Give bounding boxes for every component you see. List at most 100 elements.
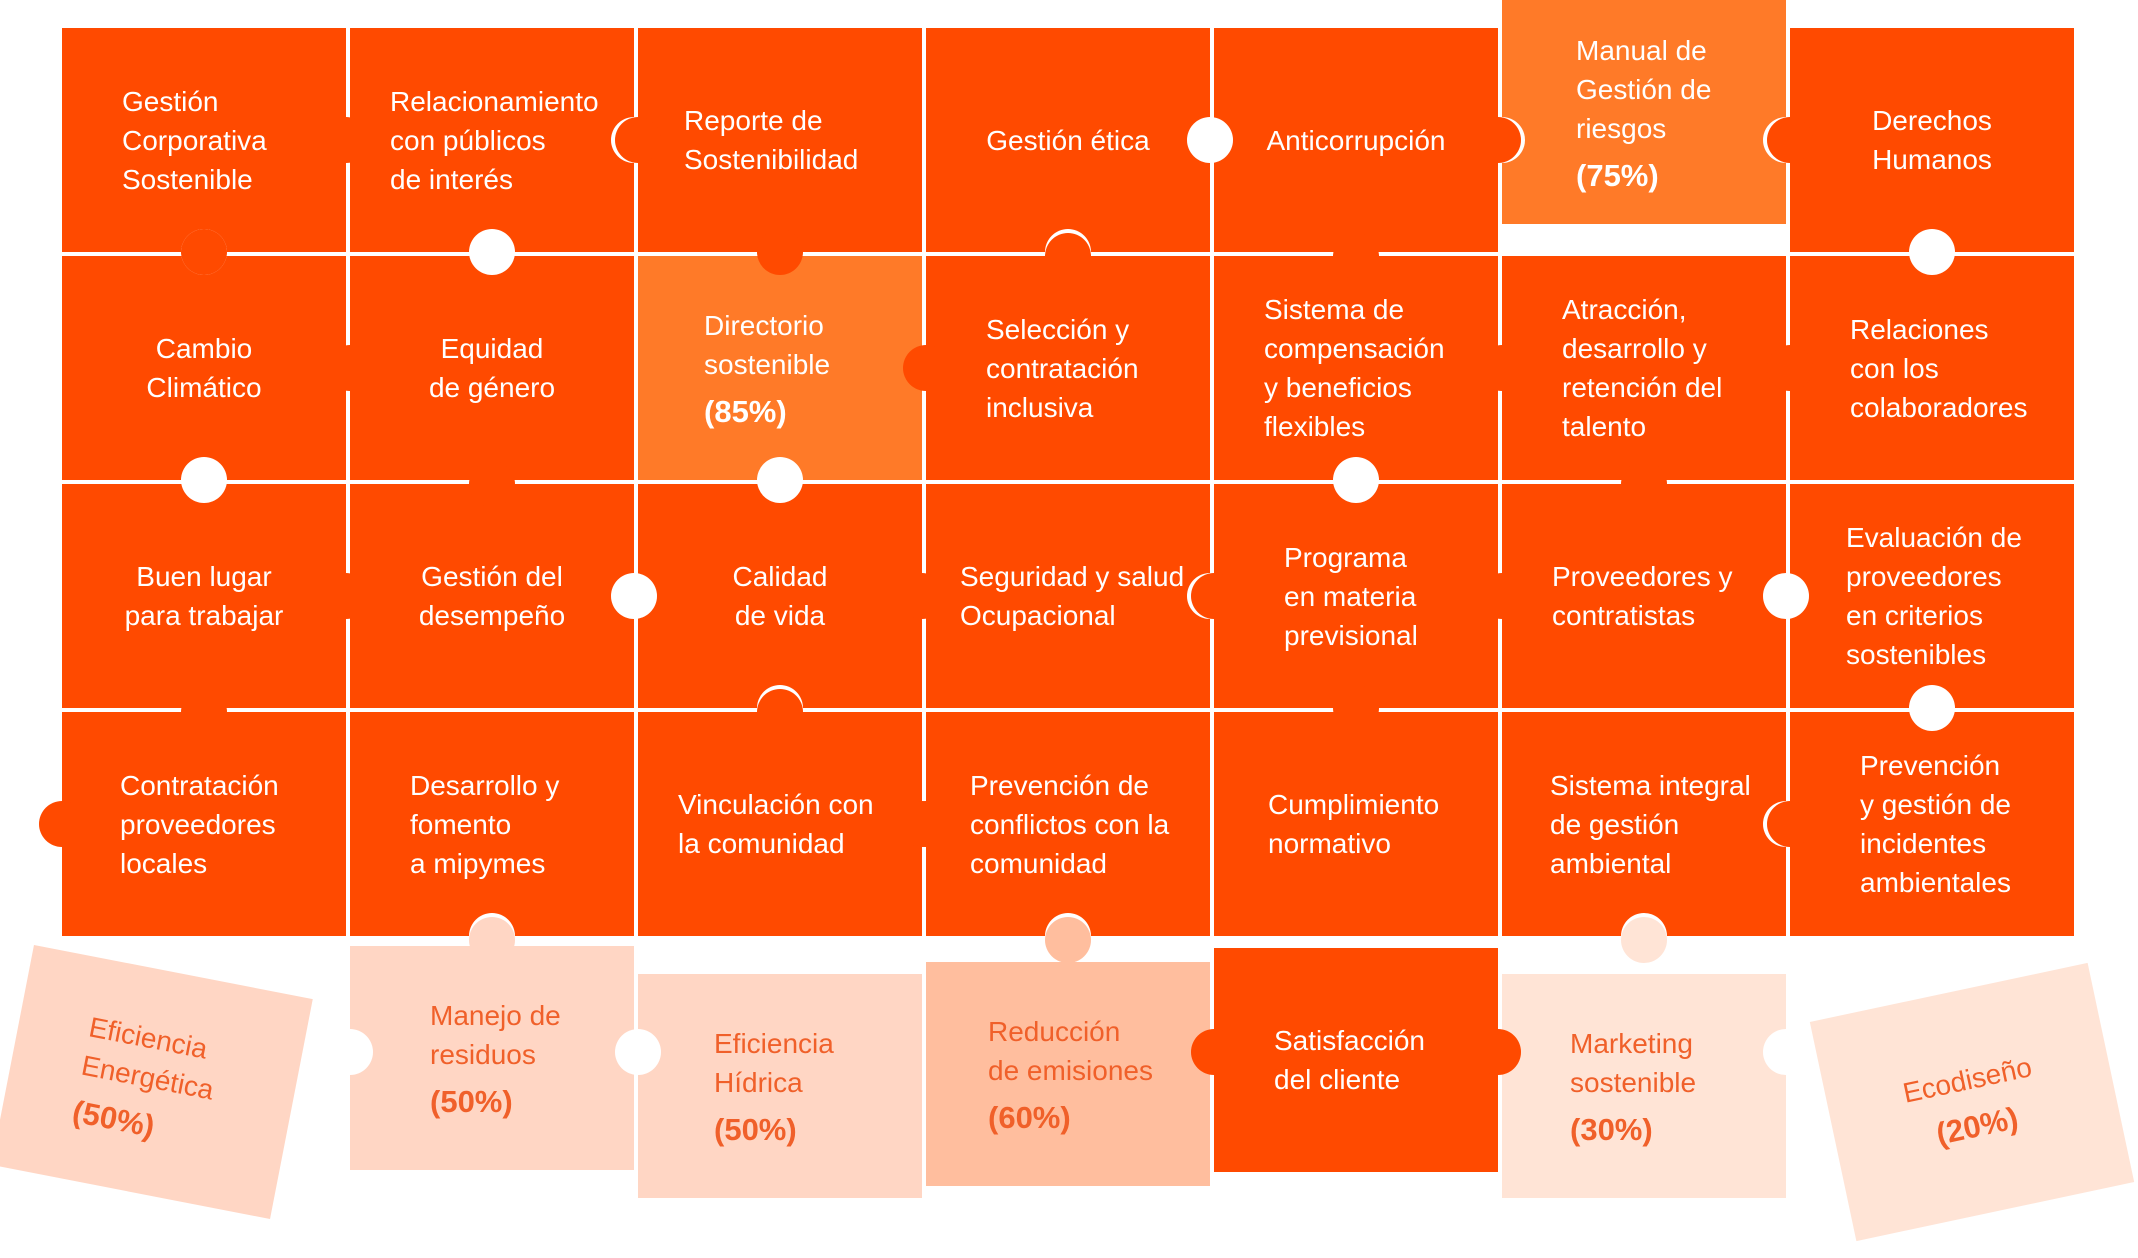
- puzzle-connector-tab: [903, 801, 949, 847]
- puzzle-connector-tab: [323, 573, 369, 619]
- puzzle-connector-cut: [323, 1029, 369, 1075]
- piece-label: Atracción, desarrollo y retención del ta…: [1562, 294, 1723, 442]
- puzzle-connector-cut: [1763, 573, 1809, 619]
- puzzle-piece: Reporte de Sostenibilidad: [638, 28, 922, 252]
- puzzle-piece: Atracción, desarrollo y retención del ta…: [1502, 256, 1786, 480]
- piece-label: Sistema integral de gestión ambiental: [1550, 769, 1751, 879]
- puzzle-piece: Gestión ética: [926, 28, 1210, 252]
- puzzle-connector-tab: [1621, 461, 1667, 507]
- piece-label: Calidad de vida: [732, 561, 828, 631]
- piece-label: Equidad de género: [428, 333, 556, 403]
- puzzle-connector-tab: [757, 229, 803, 275]
- piece-percentage: (30%): [1570, 1112, 1653, 1147]
- puzzle-connector-tab: [469, 461, 515, 507]
- puzzle-connector-tab: [181, 689, 227, 735]
- piece-label: Reducción de emisiones: [988, 1016, 1153, 1086]
- puzzle-piece: Manejo de residuos (50%): [350, 946, 634, 1170]
- puzzle-piece: Eficiencia Energética(50%): [0, 944, 313, 1220]
- piece-percentage: (50%): [430, 1084, 513, 1119]
- piece-percentage: (20%): [1932, 1099, 2022, 1152]
- piece-label: Sistema de compensación y beneficios fle…: [1264, 294, 1445, 442]
- puzzle-piece: Evaluación de proveedores en criterios s…: [1790, 484, 2074, 708]
- puzzle-connector-tab: [181, 229, 227, 275]
- piece-label: Ecodiseño: [1900, 1050, 2035, 1109]
- puzzle-piece: Programa en materia previsional: [1214, 484, 1498, 708]
- puzzle-connector-tab: [327, 345, 373, 391]
- puzzle-piece: Seguridad y salud Ocupacional: [926, 484, 1210, 708]
- puzzle-piece: Proveedores y contratistas: [1502, 484, 1786, 708]
- piece-label: Prevención y gestión de incidentes ambie…: [1860, 750, 2011, 898]
- puzzle-connector-tab: [1475, 117, 1521, 163]
- piece-label: Prevención de conflictos con la comunida…: [970, 769, 1170, 879]
- puzzle-piece: Relacionamiento con públicos de interés: [350, 28, 634, 252]
- piece-label: Derechos Humanos: [1872, 105, 1992, 175]
- puzzle-piece: Anticorrupción: [1214, 28, 1498, 252]
- piece-label: Manual de Gestión de riesgos: [1576, 34, 1712, 144]
- puzzle-piece: Eficiencia Hídrica(50%): [638, 974, 922, 1198]
- puzzle-piece: Satisfacción del cliente: [1214, 948, 1498, 1172]
- puzzle-connector-tab: [1479, 345, 1525, 391]
- puzzle-connector-cut: [181, 457, 227, 503]
- puzzle-connector-cut: [1333, 457, 1379, 503]
- puzzle-connector-tab: [1767, 117, 1813, 163]
- puzzle-piece: Sistema de compensación y beneficios fle…: [1214, 256, 1498, 480]
- piece-label: Desarrollo y fomento a mipymes: [410, 769, 560, 879]
- puzzle-piece: Directorio sostenible (85%): [638, 256, 922, 480]
- puzzle-connector-cut: [1187, 117, 1233, 163]
- puzzle-piece: Derechos Humanos: [1790, 28, 2074, 252]
- puzzle-connector-cut: [611, 573, 657, 619]
- piece-label: Manejo de residuos: [430, 1000, 561, 1070]
- piece-label: Seguridad y salud Ocupacional: [960, 561, 1185, 631]
- puzzle-connector-tab: [1333, 685, 1379, 731]
- piece-label: Gestión del desempeño: [418, 561, 566, 631]
- piece-label: Eficiencia Energética: [79, 1011, 217, 1106]
- puzzle-piece: Buen lugar para trabajar: [62, 484, 346, 708]
- piece-label: Cambio Climático: [146, 333, 262, 403]
- piece-label: Satisfacción del cliente: [1274, 1025, 1425, 1095]
- piece-label: Contratación proveedores locales: [120, 769, 279, 879]
- piece-percentage: (50%): [69, 1093, 158, 1144]
- puzzle-connector-cut: [1909, 685, 1955, 731]
- piece-label: Relaciones con los colaboradores: [1850, 313, 2028, 423]
- puzzle-piece: Marketing sostenible (30%): [1502, 974, 1786, 1198]
- puzzle-piece: Reducción de emisiones (60%): [926, 962, 1210, 1186]
- piece-label: Directorio sostenible: [704, 310, 831, 380]
- puzzle-connector-tab: [903, 345, 949, 391]
- puzzle-piece: Cumplimiento normativo: [1214, 712, 1498, 936]
- piece-label: Anticorrupción: [1266, 124, 1446, 156]
- piece-percentage: (75%): [1576, 157, 1659, 193]
- piece-label: Reporte de Sostenibilidad: [684, 105, 859, 175]
- puzzle-connector-tab: [899, 573, 945, 619]
- puzzle-piece: Contratación proveedores locales: [62, 712, 346, 936]
- piece-label: Gestión ética: [986, 124, 1150, 156]
- piece-label: Relacionamiento con públicos de interés: [390, 85, 599, 195]
- puzzle-connector-tab: [1045, 233, 1091, 279]
- puzzle-connector-tab: [1191, 573, 1237, 619]
- piece-label: Gestión Corporativa Sostenible: [122, 85, 267, 195]
- puzzle-piece: Desarrollo y fomento a mipymes: [350, 712, 634, 936]
- puzzle-connector-tab: [1767, 345, 1813, 391]
- puzzle-piece: Prevención y gestión de incidentes ambie…: [1790, 712, 2074, 936]
- puzzle-piece: Relaciones con los colaboradores: [1790, 256, 2074, 480]
- puzzle-piece: Gestión del desempeño: [350, 484, 634, 708]
- puzzle-connector-tab: [469, 917, 515, 963]
- piece-percentage: (60%): [988, 1100, 1071, 1135]
- puzzle-connector-tab: [39, 801, 85, 847]
- puzzle-connector-cut: [1909, 229, 1955, 275]
- piece-label: Cumplimiento normativo: [1268, 789, 1440, 859]
- puzzle-piece: Ecodiseño(20%): [1809, 962, 2135, 1242]
- puzzle-piece: Selección y contratación inclusiva: [926, 256, 1210, 480]
- piece-label: Evaluación de proveedores en criterios s…: [1846, 522, 2022, 670]
- puzzle-piece: Manual de Gestión de riesgos (75%): [1502, 0, 1786, 224]
- puzzle-piece: Cambio Climático: [62, 256, 346, 480]
- puzzle-connector-tab: [1045, 917, 1091, 963]
- puzzle-connector-cut: [615, 1029, 661, 1075]
- puzzle-connector-tab: [1333, 233, 1379, 279]
- piece-percentage: (85%): [704, 394, 787, 429]
- piece-label: Marketing sostenible: [1570, 1028, 1697, 1098]
- piece-label: Eficiencia Hídrica: [714, 1028, 834, 1098]
- puzzle-piece: Sistema integral de gestión ambiental: [1502, 712, 1786, 936]
- puzzle-piece: Gestión Corporativa Sostenible: [62, 28, 346, 252]
- puzzle-connector-tab: [1621, 917, 1667, 963]
